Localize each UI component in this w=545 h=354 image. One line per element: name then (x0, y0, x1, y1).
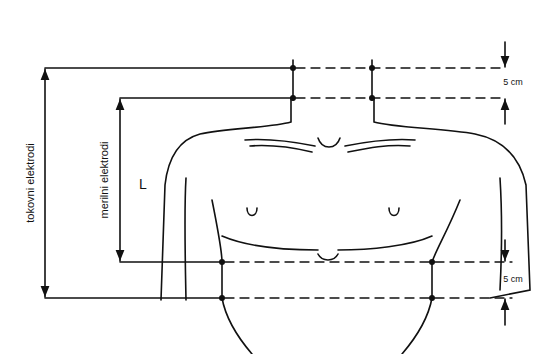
electrode-dot (429, 295, 435, 301)
torso-side-left (212, 200, 252, 354)
torso-side-right (402, 200, 460, 354)
electrode-dot (290, 65, 296, 71)
extension-line (120, 97, 293, 99)
navel (318, 254, 338, 260)
nipple-right (389, 208, 399, 216)
dimension-label: L (138, 177, 148, 192)
dashed-line (225, 261, 512, 262)
dimension-line (44, 69, 46, 297)
clavicle-left (245, 139, 315, 152)
dimension-label: 5 cm (502, 78, 524, 88)
extension-line (45, 297, 222, 299)
dimension-arrow (504, 99, 506, 124)
neck-shoulder-right (374, 98, 530, 298)
electrode-dot (290, 95, 296, 101)
dimension-arrow (504, 42, 506, 67)
clavicle-right (345, 139, 415, 152)
pectoral-right (338, 236, 432, 250)
electrode-line (293, 60, 372, 100)
dimension-label: 5 cm (502, 275, 524, 285)
electrode-dot (429, 259, 435, 265)
electrode-dot (219, 295, 225, 301)
pectoral-left (222, 236, 318, 250)
sternal-notch (318, 138, 340, 147)
arm-inner-right (500, 178, 502, 290)
dimension-arrow (504, 299, 506, 325)
dimension-label: tokovni elektrodi (24, 142, 36, 224)
dashed-line (296, 97, 500, 98)
dimension-label: merilni elektrodi (98, 140, 110, 219)
dimension-arrow (504, 240, 506, 261)
arm-inner-left (185, 178, 186, 300)
extension-line (120, 261, 222, 263)
electrode-dot (369, 95, 375, 101)
dimension-line (119, 99, 121, 261)
electrode-dot (219, 259, 225, 265)
electrode-dot (369, 65, 375, 71)
dashed-line (225, 297, 512, 298)
neck-shoulder-left (161, 98, 291, 300)
nipple-left (247, 208, 257, 216)
dashed-line (296, 67, 500, 68)
extension-line (45, 67, 293, 69)
